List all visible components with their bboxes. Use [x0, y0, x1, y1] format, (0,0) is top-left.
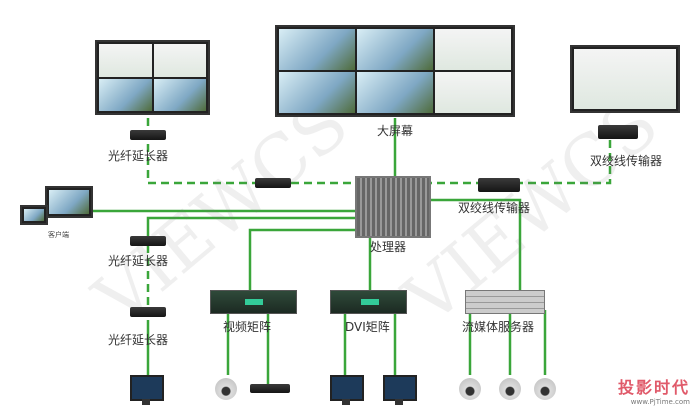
pc-icon — [383, 375, 417, 405]
dome-camera-icon — [459, 378, 481, 400]
conference-camera-icon — [215, 378, 237, 400]
label-fiber-bottom: 光纤延长器 — [108, 333, 169, 347]
video-wall-small — [95, 40, 210, 115]
client-tablet — [20, 205, 48, 225]
label-twisted-mid: 双绞线传输器 — [458, 201, 531, 215]
fiber-extender-device — [130, 307, 166, 317]
stream-server-device — [465, 290, 545, 314]
pc-icon — [130, 375, 164, 405]
video-matrix-device — [210, 290, 297, 314]
label-big-screen: 大屏幕 — [377, 124, 414, 138]
label-dvi-matrix: DVI矩阵 — [345, 320, 390, 334]
dome-camera-icon — [534, 378, 556, 400]
mid-device — [255, 178, 291, 188]
client-monitor — [45, 186, 93, 218]
dvi-matrix-device — [330, 290, 407, 314]
pjtime-logo: 投影时代 www.PjTime.com — [618, 374, 690, 406]
fiber-extender-device — [130, 236, 166, 246]
link-right — [430, 198, 522, 290]
label-stream-server: 流媒体服务器 — [462, 320, 535, 334]
processor-device — [355, 176, 431, 238]
label-fiber-top: 光纤延长器 — [108, 149, 169, 163]
label-twisted-top: 双绞线传输器 — [590, 154, 663, 168]
logo-name: 投影时代 — [617, 378, 690, 397]
dvr-icon — [250, 384, 290, 393]
fiber-extender-device — [130, 130, 166, 140]
label-fiber-mid: 光纤延长器 — [108, 254, 169, 268]
label-processor: 处理器 — [370, 240, 407, 254]
label-video-matrix: 视频矩阵 — [223, 320, 272, 334]
logo-url: www.PjTime.com — [630, 398, 690, 406]
twisted-pair-device-mid — [478, 178, 520, 192]
big-screen-wall — [275, 25, 515, 117]
link-fiber — [146, 216, 355, 240]
right-monitor — [570, 45, 680, 113]
dome-camera-icon — [499, 378, 521, 400]
twisted-pair-device — [598, 125, 638, 139]
link-video-matrix — [248, 228, 355, 290]
label-client: 客户端 — [48, 231, 69, 239]
pc-icon — [330, 375, 364, 405]
